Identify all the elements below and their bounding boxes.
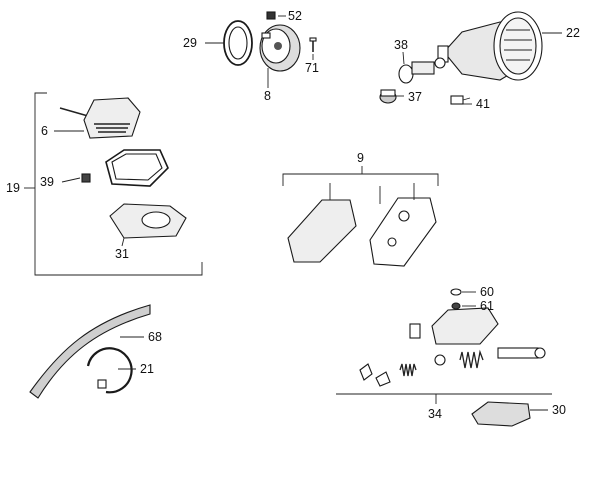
part-39-screw [81,173,91,183]
part-gasket [105,149,169,187]
callout-30: 30 [552,403,566,417]
callout-labels: 52 29 71 8 38 22 37 41 19 6 39 31 9 60 6… [6,9,580,421]
part-9-reflector [369,183,437,267]
part-71-screw [309,37,317,52]
callout-61: 61 [480,299,494,313]
callout-29: 29 [183,36,197,50]
callout-22: 22 [566,26,580,40]
callout-52: 52 [288,9,302,23]
part-34-springs [399,349,484,377]
callout-71: 71 [305,61,319,75]
group-34-bracket [336,393,552,404]
callout-34: 34 [428,407,442,421]
callout-6: 6 [41,124,48,138]
callout-41: 41 [476,97,490,111]
part-68-rubber-strip [29,304,151,399]
callout-60: 60 [480,285,494,299]
callout-31: 31 [115,247,129,261]
callout-68: 68 [148,330,162,344]
part-61-nut [451,302,461,310]
part-34-plunger [497,347,546,359]
part-22-headlamp [437,11,543,81]
part-37-bulb-holder [379,89,397,104]
part-8-lamp-housing [259,24,301,72]
part-31-base-plate [109,203,187,239]
group-9-bracket [282,166,439,186]
part-41-connector [450,95,471,105]
part-34-small-parts [359,363,391,387]
group-19-bracket [24,92,203,276]
callout-39: 39 [40,175,54,189]
callout-38: 38 [394,38,408,52]
callout-9: 9 [357,151,364,165]
callout-19: 19 [6,181,20,195]
part-29-bezel-ring [223,20,253,66]
part-38-bulb [398,57,446,84]
part-60-washer [450,288,462,296]
part-6-lamp-housing [59,97,141,139]
callout-21: 21 [140,362,154,376]
leader-lines [54,15,562,411]
part-21-clamp [86,347,133,394]
part-30-plate [471,401,531,427]
part-52-clip [266,11,276,20]
part-9-cover [287,183,357,263]
callout-37: 37 [408,90,422,104]
part-34-switch-body [409,307,499,345]
callout-8: 8 [264,89,271,103]
